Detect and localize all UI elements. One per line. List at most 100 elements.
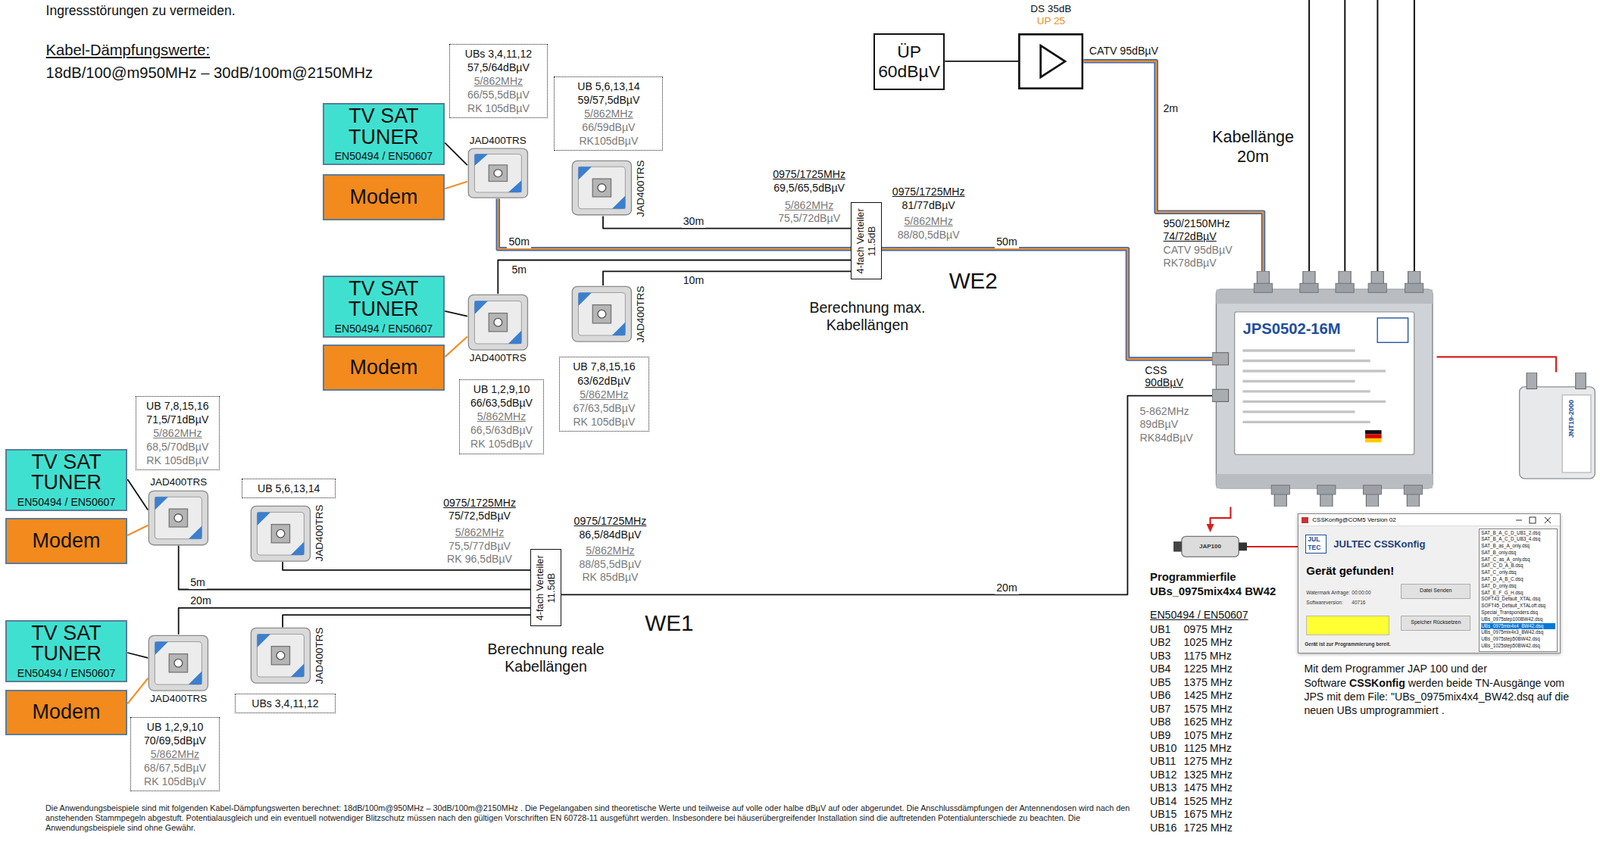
socket-type-label: JAD400TRS	[469, 352, 527, 364]
file-item: Special_Transponders.dsq	[1481, 609, 1556, 617]
socket-drawing	[147, 634, 210, 692]
socket-type-label: JAD400TRS	[150, 693, 207, 705]
switch-body	[1216, 290, 1434, 490]
socket-pin	[174, 659, 183, 668]
antenna-socket: JAD400TRS	[571, 159, 633, 216]
coax-outer	[881, 249, 1213, 360]
level-label: 5/862MHz	[784, 199, 834, 213]
socket-mark	[612, 196, 626, 210]
cable-connector	[444, 311, 468, 317]
ub-table-cell: 1075 MHz	[1183, 729, 1232, 743]
antenna-socket: JAD400TRS	[571, 285, 633, 343]
device-name: Modem	[350, 357, 419, 379]
ub-table-cell: UB6	[1150, 689, 1171, 703]
note-paragraph: Mit dem Programmer JAP 100 und der Softw…	[1303, 662, 1572, 719]
file-item: SAT_D_only.dsq	[1481, 583, 1556, 591]
cable-connector	[178, 546, 532, 591]
level-text: 5/862MHz	[135, 747, 214, 762]
cable-line	[444, 337, 468, 358]
file-item: SAT_B_only.dsq	[1481, 550, 1556, 557]
level-text: UB 5,6,13,14	[559, 79, 658, 94]
file-item: UBs_0975mix4x3_BW42.dsq	[1481, 629, 1556, 637]
status-field	[1306, 615, 1390, 636]
level-label: 950/2150MHz	[1163, 217, 1231, 231]
device-name: Modem	[32, 702, 101, 723]
socket-mark	[612, 322, 626, 337]
label-print	[1243, 390, 1371, 394]
cable-line	[603, 271, 851, 286]
f-connector	[1212, 390, 1229, 403]
level-label: 75,5/72dBµV	[778, 212, 841, 225]
level-label: 0975/1725MHz	[574, 515, 647, 529]
programmer-plug	[1238, 543, 1247, 552]
ub-table-cell: 1725 MHz	[1183, 821, 1232, 835]
ub-table-cell: 1675 MHz	[1183, 808, 1232, 822]
socket-plate	[155, 496, 203, 540]
modem-box: Modem	[322, 174, 446, 221]
coax-outer	[1083, 61, 1263, 272]
level-text: 63/62dBµV	[564, 374, 644, 388]
device-name: Modem	[350, 187, 419, 208]
socket-mark	[578, 167, 593, 181]
ub-table-cell: UB4	[1150, 662, 1171, 676]
level-label: 5-862MHz	[1140, 405, 1190, 419]
socket-frame	[572, 161, 632, 216]
socket-port	[169, 509, 188, 528]
socket-pin	[276, 529, 285, 538]
level-text: RK 105dBµV	[140, 453, 214, 468]
cable-connector	[497, 260, 851, 294]
level-text: 70/69,5dBµV	[135, 734, 214, 748]
cable-label: 5m	[509, 263, 529, 277]
socket-frame	[572, 286, 632, 342]
model-name: JNT19-2000	[1568, 400, 1576, 438]
level-label: Programmierfile	[1150, 571, 1237, 585]
cable-line	[444, 143, 468, 166]
socket-plate	[256, 634, 304, 679]
level-text: 66,5/63dBµV	[464, 423, 539, 438]
cable-connector	[1083, 61, 1263, 272]
model-name: JAP100	[1199, 543, 1222, 551]
level-text: RK 105dBµV	[464, 437, 539, 451]
level-text: 67/63,5dBµV	[564, 401, 644, 416]
sat-input-cable	[1343, 0, 1346, 275]
socket-pin	[493, 318, 503, 327]
cable-line	[1210, 506, 1232, 525]
socket-type-label: JAD400TRS	[313, 628, 325, 685]
programmer-body	[1181, 536, 1239, 557]
level-box: ÜP 60dBµV	[873, 33, 945, 90]
logo-frame	[1377, 318, 1408, 343]
antenna-socket: JAD400TRS	[147, 490, 210, 547]
ub-table-cell: UB16	[1150, 821, 1177, 835]
level-label: 86,5/84dBµV	[578, 528, 641, 542]
socket-plate	[474, 154, 522, 194]
app-icon	[1301, 517, 1309, 524]
socket-mark	[508, 181, 522, 194]
cable-label: 5m	[188, 576, 207, 590]
standard-label: EN50494 / EN50607	[334, 322, 434, 335]
level-label: CATV 95dBµV	[1163, 243, 1233, 257]
cable-line	[178, 546, 532, 591]
socket-port	[169, 653, 188, 672]
level-text: UB 5,6,13,14	[246, 481, 331, 496]
level-info-box: UB 1,2,9,1066/63,5dBµV5/862MHz66,5/63dBµ…	[459, 379, 544, 454]
socket-plate	[578, 293, 626, 337]
level-text: 57,5/64dBµV	[454, 60, 544, 75]
level-label: EN50494 / EN50607	[1150, 609, 1249, 622]
file-item: SAT_B_A_C_D_UB3_4.dsq	[1481, 536, 1556, 544]
sat-input-cable	[1413, 0, 1416, 275]
level-text: 5/862MHz	[564, 387, 644, 402]
ub-table-cell: UB3	[1150, 650, 1171, 663]
label-print	[1243, 421, 1371, 424]
ub-table-cell: 1275 MHz	[1183, 755, 1232, 769]
level-text: UB 1,2,9,10	[464, 382, 539, 397]
level-label: 2m	[1163, 102, 1179, 116]
socket-type-label: JAD400TRS	[150, 476, 207, 488]
level-text: 71,5/71dBµV	[140, 412, 214, 427]
level-label: 88/80,5dBµV	[897, 228, 960, 242]
cable-label: 20m	[994, 581, 1019, 595]
socket-mark	[155, 496, 169, 510]
cable-connector	[178, 608, 532, 635]
window-controls	[1511, 515, 1557, 526]
ub-table-cell: UB7	[1150, 703, 1171, 716]
level-label: 5/862MHz	[455, 526, 504, 540]
